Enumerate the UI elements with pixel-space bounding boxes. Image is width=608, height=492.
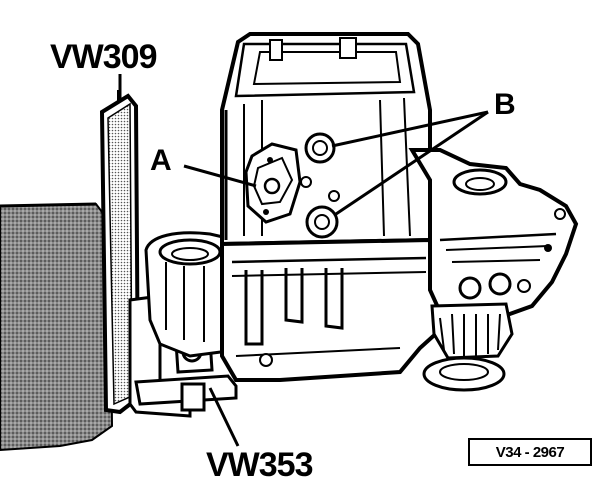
label-vw353: VW353 [206,446,313,484]
figure-reference: V34 - 2967 [468,438,592,466]
final-drive-housing [408,148,579,321]
label-a: A [150,144,172,177]
leader-line-a [183,164,257,188]
output-flange [422,302,514,392]
gearbox-housing [220,32,432,247]
leader-lines [118,74,489,447]
workbench [0,202,114,452]
lower-casing [220,237,442,382]
label-b: B [494,88,516,121]
label-vw309: VW309 [50,38,157,76]
leader-line-b-upper [331,110,489,148]
leader-line-b-lower [335,110,489,216]
leader-line-vw353 [208,387,240,447]
bell-housing [144,231,238,358]
